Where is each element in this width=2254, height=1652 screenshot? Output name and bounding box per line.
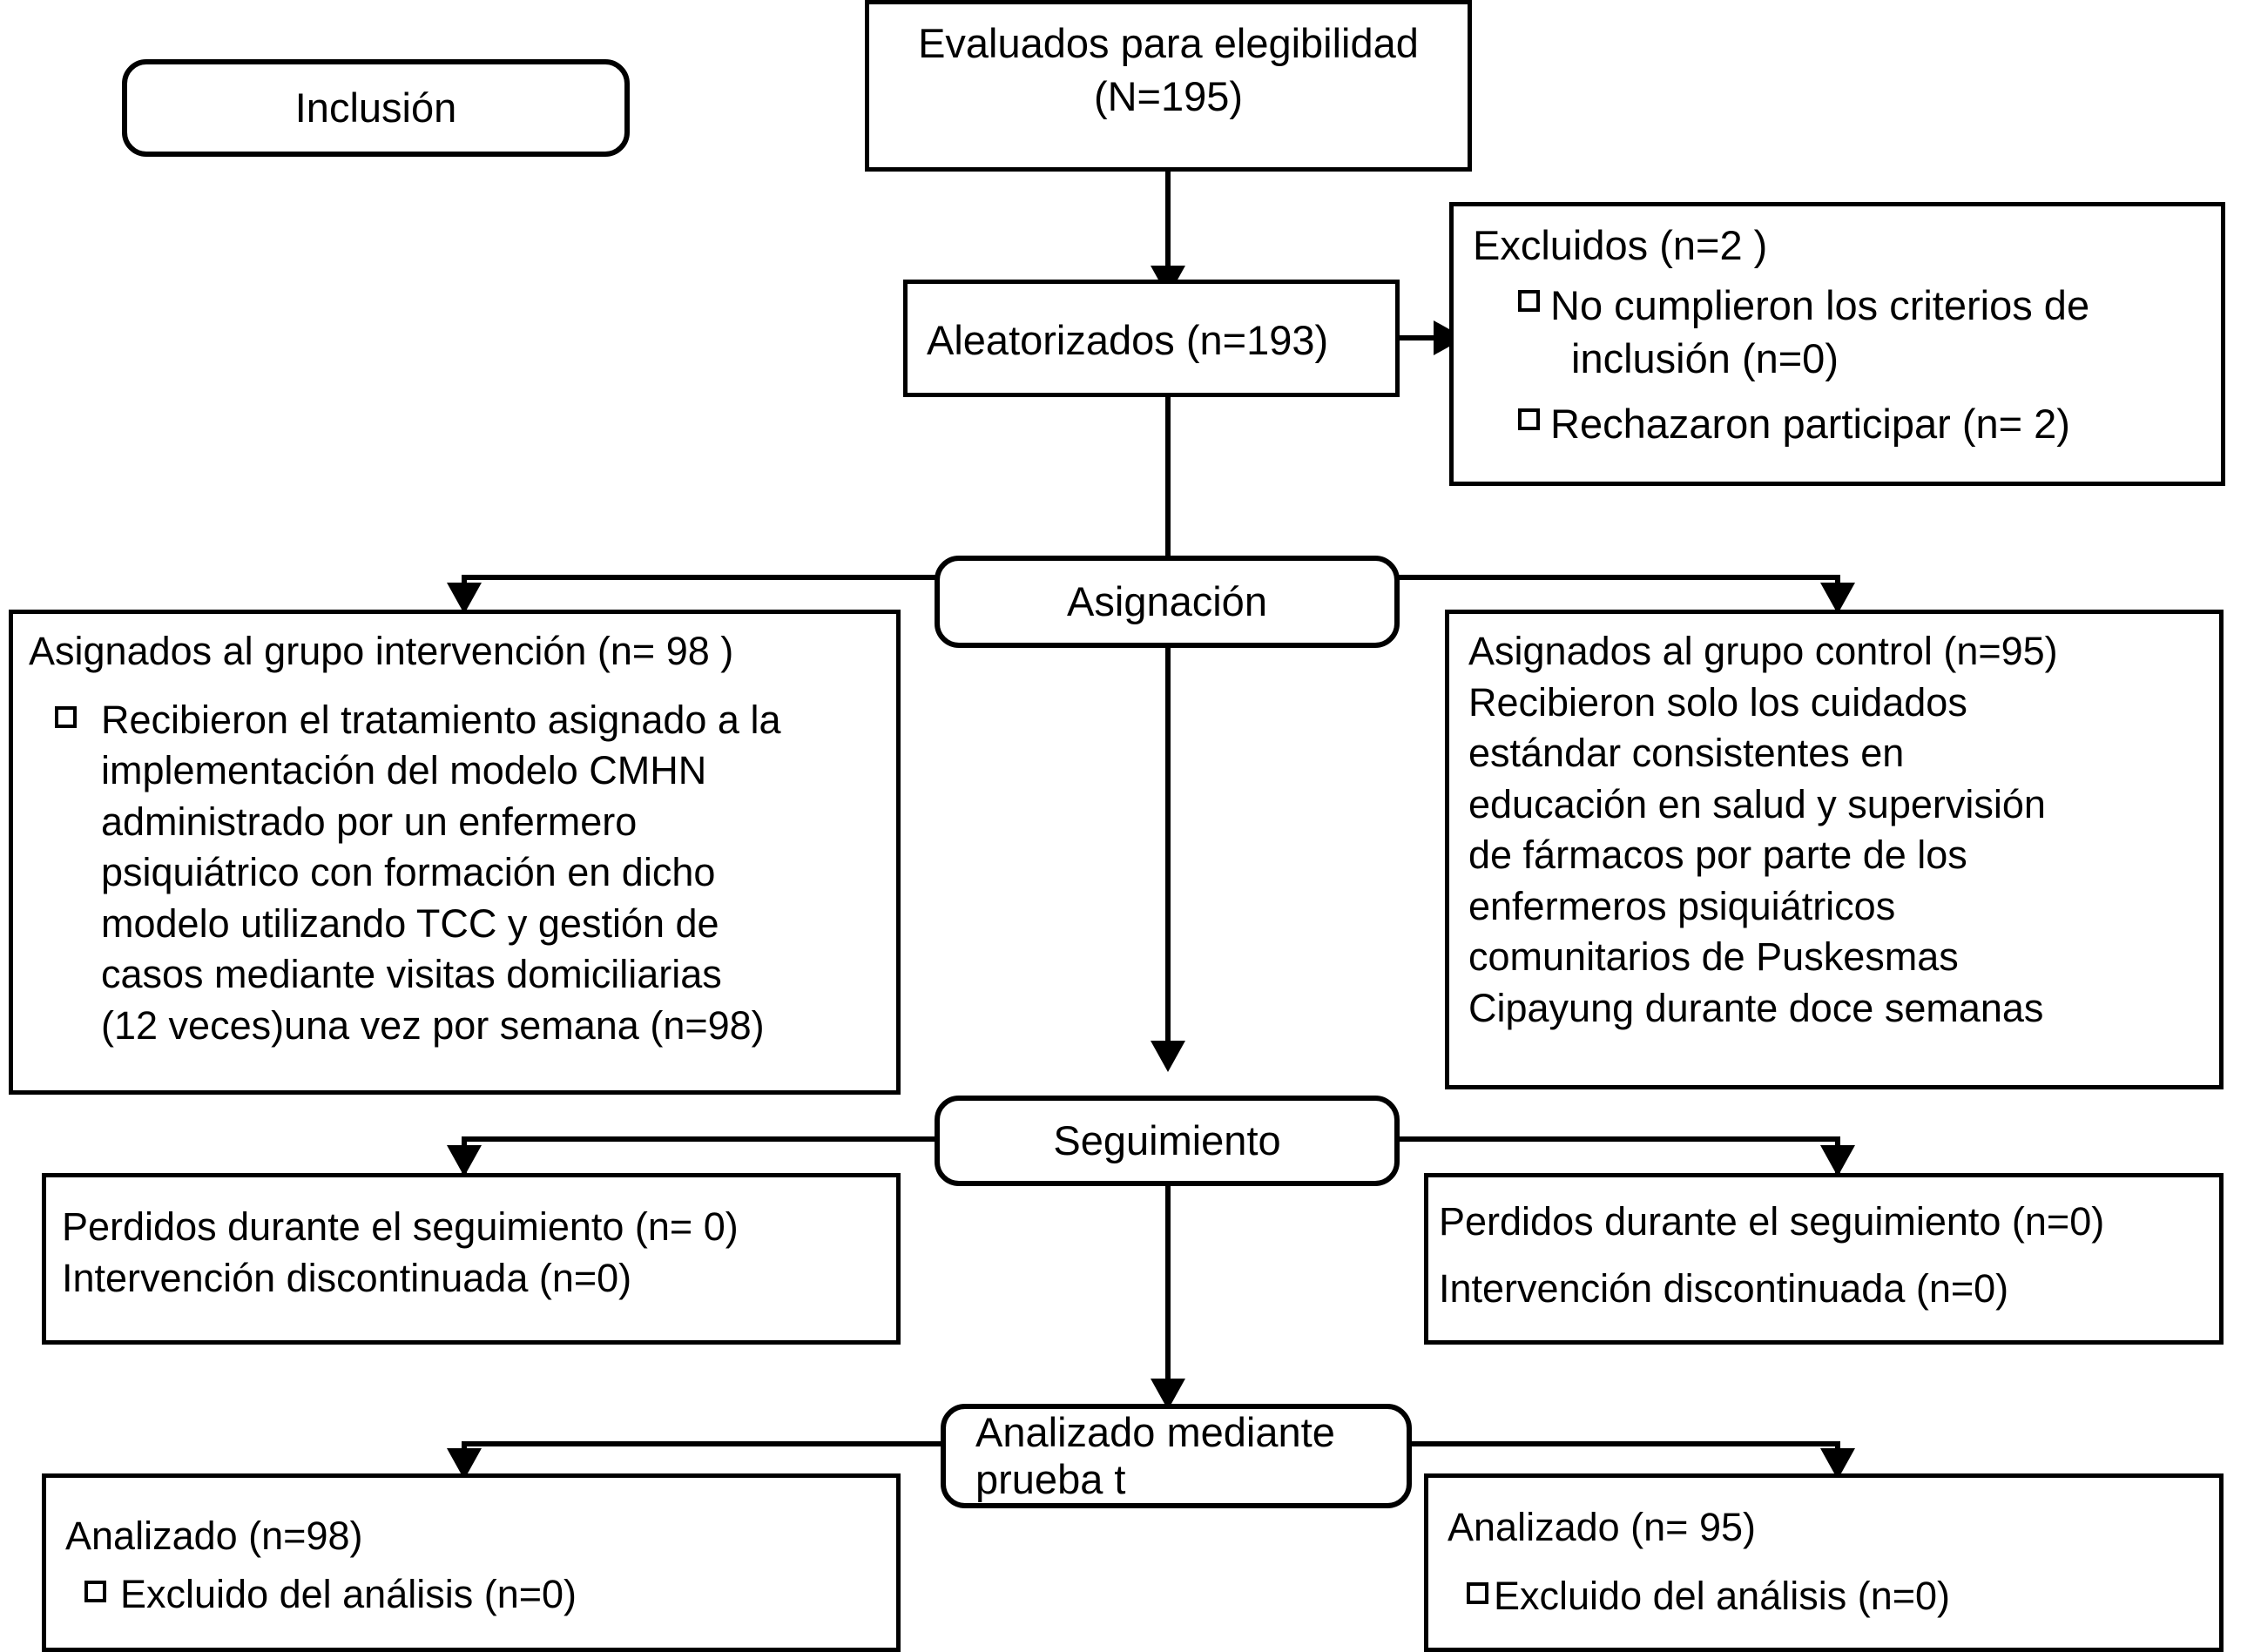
control-line-8: Cipayung durante doce semanas xyxy=(1468,985,2044,1030)
connector-followup-right-horizontal xyxy=(1398,1136,1840,1142)
stage-label-analysis-line2: prueba t xyxy=(975,1456,1126,1502)
analyzed-right-box: Analizado (n= 95) Excluido del análisis … xyxy=(1424,1473,2224,1652)
checkbox-square-icon xyxy=(84,1580,106,1602)
stage-label-followup: Seguimiento xyxy=(935,1096,1400,1186)
stage-label-analysis: Analizado mediante prueba t xyxy=(941,1404,1412,1508)
control-line-1: Asignados al grupo control (n=95) xyxy=(1468,629,2058,673)
assessed-eligibility-box: Evaluados para elegibilidad (N=195) xyxy=(865,0,1472,172)
arrow-assignment-to-followup xyxy=(1151,1041,1185,1072)
followup-losses-right-box: Perdidos durante el seguimiento (n=0) In… xyxy=(1424,1173,2224,1345)
excluded-item-2-line1: Rechazaron participar (n= 2) xyxy=(1550,401,2070,448)
excluded-item-1: No cumplieron los criterios de inclusión… xyxy=(1473,279,2205,385)
stage-label-followup-text: Seguimiento xyxy=(1053,1116,1281,1163)
excluded-item-1-line1: No cumplieron los criterios de xyxy=(1550,282,2090,329)
connector-assignment-to-followup xyxy=(1165,648,1171,1066)
excluded-item-2: Rechazaron participar (n= 2) xyxy=(1473,397,2205,450)
followup-left-line2: Intervención discontinuada (n=0) xyxy=(62,1255,632,1300)
checkbox-square-icon xyxy=(55,705,77,728)
connector-randomized-to-excluded xyxy=(1400,335,1452,341)
checkbox-square-icon xyxy=(1518,290,1540,313)
analyzed-left-bullet-text: Excluido del análisis (n=0) xyxy=(120,1571,577,1616)
control-line-4: educación en salud y supervisión xyxy=(1468,781,2046,826)
connector-analysis-left-horizontal xyxy=(462,1441,946,1446)
intervention-line-4: psiquiátrico con formación en dicho xyxy=(101,850,716,894)
intervention-line-1: Recibieron el tratamiento asignado a la xyxy=(101,697,781,742)
followup-right-line1: Perdidos durante el seguimiento (n=0) xyxy=(1439,1199,2105,1244)
connector-assignment-right-horizontal xyxy=(1398,575,1840,580)
control-line-3: estándar consistentes en xyxy=(1468,731,1905,775)
connector-followup-left-horizontal xyxy=(462,1136,937,1142)
arrow-followup-to-right-losses xyxy=(1820,1145,1855,1177)
intervention-line-3: administrado por un enfermero xyxy=(101,799,638,844)
randomized-box: Aleatorizados (n=193) xyxy=(903,280,1400,397)
followup-right-line2: Intervención discontinuada (n=0) xyxy=(1439,1265,2009,1311)
connector-assessed-to-randomized xyxy=(1165,172,1171,278)
excluded-box: Excluidos (n=2 ) No cumplieron los crite… xyxy=(1449,202,2225,486)
connector-followup-to-analysis xyxy=(1165,1186,1171,1406)
intervention-line-5: modelo utilizando TCC y gestión de xyxy=(101,900,719,946)
followup-losses-left-box: Perdidos durante el seguimiento (n= 0) I… xyxy=(42,1173,901,1345)
randomized-text: Aleatorizados (n=193) xyxy=(927,317,1329,363)
checkbox-square-icon xyxy=(1467,1581,1488,1604)
analyzed-right-heading: Analizado (n= 95) xyxy=(1448,1505,1756,1549)
intervention-line-2: implementación del modelo CMHN xyxy=(101,748,707,792)
analyzed-left-heading: Analizado (n=98) xyxy=(65,1514,363,1558)
checkbox-square-icon xyxy=(1518,408,1540,431)
arrow-followup-to-left-losses xyxy=(447,1145,482,1177)
arrow-assignment-to-control xyxy=(1820,583,1855,614)
stage-label-assignment: Asignación xyxy=(935,556,1400,648)
assessed-eligibility-line1: Evaluados para elegibilidad xyxy=(918,20,1419,66)
analyzed-left-bullet: Excluido del análisis (n=0) xyxy=(65,1569,887,1621)
control-line-5: de fármacos por parte de los xyxy=(1468,833,1967,877)
control-line-6: enfermeros psiquiátricos xyxy=(1468,883,1896,928)
stage-label-inclusion: Inclusión xyxy=(122,59,630,157)
analyzed-left-box: Analizado (n=98) Excluido del análisis (… xyxy=(42,1473,901,1652)
arrow-assignment-to-intervention xyxy=(447,583,482,614)
analyzed-right-bullet-text: Excluido del análisis (n=0) xyxy=(1494,1573,1951,1618)
intervention-line-7: (12 veces)una vez por semana (n=98) xyxy=(101,1002,765,1048)
intervention-group-box: Asignados al grupo intervención (n= 98 )… xyxy=(9,610,901,1095)
excluded-item-1-line2: inclusión (n=0) xyxy=(1571,335,1839,382)
intervention-group-bullet: Recibieron el tratamiento asignado a la … xyxy=(29,695,884,1052)
stage-label-inclusion-text: Inclusión xyxy=(294,84,457,131)
assessed-eligibility-line2: (N=195) xyxy=(1093,73,1244,120)
control-group-box: Asignados al grupo control (n=95) Recibi… xyxy=(1445,610,2224,1089)
control-line-7: comunitarios de Puskesmas xyxy=(1468,934,1959,979)
stage-label-assignment-text: Asignación xyxy=(1067,577,1267,624)
stage-label-analysis-line1: Analizado mediante xyxy=(975,1408,1335,1455)
followup-left-line1: Perdidos durante el seguimiento (n= 0) xyxy=(62,1204,739,1249)
connector-assignment-left-horizontal xyxy=(462,575,937,580)
analyzed-right-bullet: Excluido del análisis (n=0) xyxy=(1448,1571,2210,1622)
connector-randomized-to-assignment xyxy=(1165,397,1171,556)
connector-analysis-right-horizontal xyxy=(1410,1441,1840,1446)
control-line-2: Recibieron solo los cuidados xyxy=(1468,679,1967,725)
excluded-heading: Excluidos (n=2 ) xyxy=(1473,222,1768,268)
intervention-line-6: casos mediante visitas domiciliarias xyxy=(101,952,722,996)
intervention-group-heading: Asignados al grupo intervención (n= 98 ) xyxy=(29,629,734,673)
